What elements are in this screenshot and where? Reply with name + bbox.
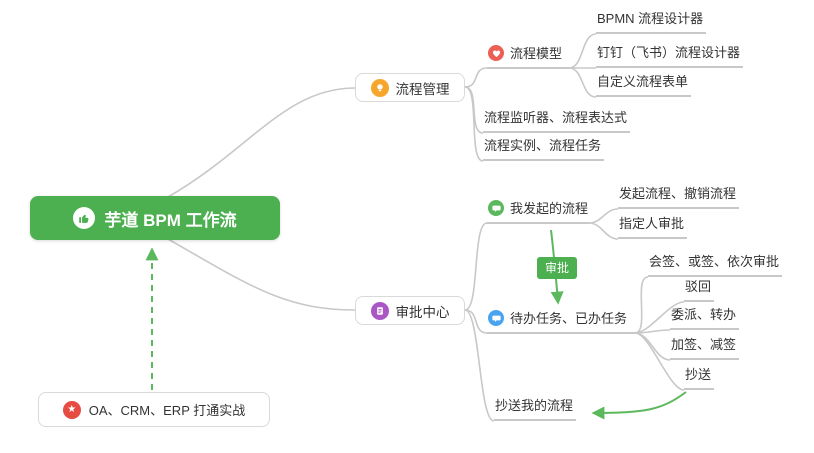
- cc-flow-arrow: [591, 391, 687, 420]
- lightbulb-icon: [370, 78, 389, 97]
- node-label: 抄送: [685, 367, 712, 382]
- document-icon: [370, 301, 389, 320]
- node-label: 自定义流程表单: [597, 74, 689, 89]
- node-cc-my-process[interactable]: 抄送我的流程: [494, 398, 577, 421]
- node-label: 流程实例、流程任务: [484, 138, 602, 153]
- note-label: OA、CRM、ERP 打通实战: [88, 403, 246, 418]
- branch-approval-center[interactable]: 审批中心: [355, 296, 465, 325]
- practice-note[interactable]: ★ OA、CRM、ERP 打通实战: [38, 392, 270, 427]
- connector-model-bpmn: [568, 33, 597, 69]
- node-label: 会签、或签、依次审批: [649, 254, 780, 269]
- connector-root-process: [167, 87, 356, 198]
- connector-todo-cc: [634, 332, 685, 391]
- node-label: 流程模型: [510, 46, 563, 61]
- thumbs-up-icon: [73, 207, 96, 229]
- branch-approval-label: 审批中心: [395, 304, 450, 320]
- connector-todo-countersign: [634, 276, 649, 334]
- node-label: 委派、转办: [671, 307, 737, 322]
- star-icon: ★: [62, 400, 81, 419]
- node-label: 驳回: [685, 279, 712, 294]
- node-label: 抄送我的流程: [495, 398, 574, 413]
- node-todo-done[interactable]: 待办任务、已办任务: [487, 310, 635, 334]
- node-process-model[interactable]: 流程模型: [487, 45, 569, 69]
- badge-label: 审批: [545, 261, 570, 275]
- node-cc[interactable]: 抄送: [684, 367, 715, 390]
- speech-bubble-icon: [488, 310, 504, 326]
- node-delegate-transfer[interactable]: 委派、转办: [670, 307, 740, 330]
- connector-root-approval: [167, 238, 356, 311]
- node-my-initiated[interactable]: 我发起的流程: [487, 200, 589, 224]
- connector-myinitiated-initiate: [588, 208, 619, 224]
- branch-process-mgmt[interactable]: 流程管理: [355, 73, 465, 102]
- connector-process-instance: [464, 86, 484, 162]
- node-initiate-cancel[interactable]: 发起流程、撤销流程: [618, 186, 740, 209]
- root-node[interactable]: 芋道 BPM 工作流: [30, 196, 280, 240]
- node-label: 钉钉（飞书）流程设计器: [597, 45, 741, 60]
- connector-model-customform: [568, 67, 597, 98]
- connector-process-model: [464, 67, 488, 88]
- heart-icon: [488, 45, 504, 61]
- connector-approval-tododone: [464, 309, 488, 334]
- node-assigned-approver[interactable]: 指定人审批: [618, 216, 688, 239]
- node-label: 待办任务、已办任务: [510, 311, 628, 326]
- approval-arrow-badge[interactable]: 审批: [537, 257, 578, 279]
- node-add-reduce-sign[interactable]: 加签、减签: [670, 337, 740, 360]
- connector-todo-addsign: [634, 332, 671, 361]
- branch-process-label: 流程管理: [395, 81, 450, 97]
- connector-approval-ccmy: [464, 309, 495, 422]
- connector-approval-myinitiated: [464, 222, 488, 311]
- node-custom-form[interactable]: 自定义流程表单: [596, 74, 692, 97]
- node-label: 我发起的流程: [510, 201, 589, 216]
- node-label: 加签、减签: [671, 337, 737, 352]
- node-label: 发起流程、撤销流程: [619, 186, 737, 201]
- node-label: BPMN 流程设计器: [597, 11, 704, 26]
- node-label: 流程监听器、流程表达式: [484, 110, 628, 125]
- node-instance-task[interactable]: 流程实例、流程任务: [483, 138, 605, 161]
- node-bpmn-designer[interactable]: BPMN 流程设计器: [596, 11, 707, 34]
- node-reject[interactable]: 驳回: [684, 279, 715, 302]
- node-countersign[interactable]: 会签、或签、依次审批: [648, 254, 783, 277]
- node-dingtalk-designer[interactable]: 钉钉（飞书）流程设计器: [596, 45, 744, 68]
- node-label: 指定人审批: [619, 216, 685, 231]
- speech-bubble-icon: [488, 200, 504, 216]
- root-label: 芋道 BPM 工作流: [104, 210, 237, 230]
- connector-myinitiated-assigned: [588, 222, 619, 240]
- node-listener-expression[interactable]: 流程监听器、流程表达式: [483, 110, 631, 133]
